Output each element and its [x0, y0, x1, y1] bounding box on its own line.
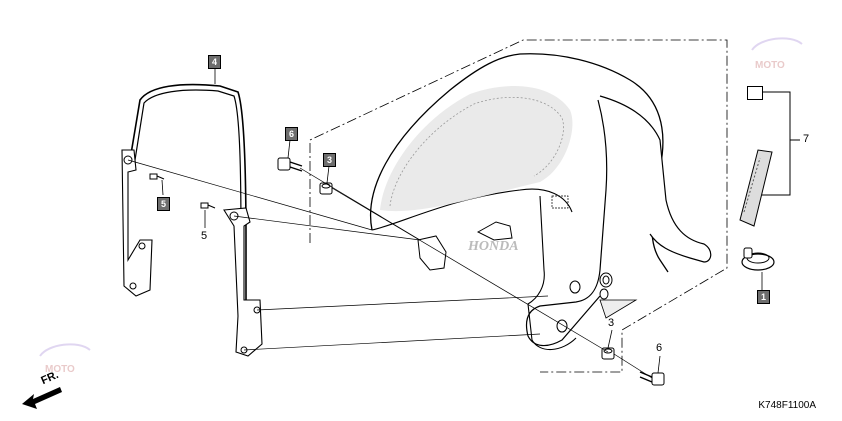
callout-7-empty-box [747, 86, 763, 100]
assembly-frame [309, 39, 728, 373]
bracket-plate-right [223, 207, 263, 357]
screw-5-upper [149, 173, 165, 180]
callout-5-box: 5 [157, 197, 170, 211]
callout-7: 7 [803, 133, 810, 145]
svg-text:MOTO: MOTO [755, 60, 785, 71]
watermark-logo-top: MOTO [751, 37, 803, 71]
callout-3-box: 3 [323, 153, 336, 167]
front-direction-arrow [22, 387, 62, 409]
bolt-6-lower [639, 371, 665, 386]
bracket-plate-left [121, 149, 153, 297]
nut-3-upper [319, 182, 333, 195]
callout-6-plain: 6 [656, 342, 663, 354]
screw-5-lower [200, 202, 216, 209]
grommet-1 [741, 247, 775, 271]
callout-1: 1 [757, 290, 770, 304]
svg-text:MOTO: MOTO [45, 364, 75, 375]
fender-brand-mark: HONDA [467, 239, 519, 254]
callout-7-bracket [762, 91, 791, 196]
watermark-logo-left: MOTO [39, 343, 91, 375]
callout-3-plain: 3 [608, 317, 615, 329]
front-fender: HONDA [370, 53, 712, 351]
bolt-6-upper [277, 157, 303, 172]
diagram-code: K748F1100A [758, 400, 816, 411]
callout-6-box: 6 [285, 127, 298, 141]
callout-5-plain: 5 [201, 230, 208, 242]
emblem-7 [739, 149, 773, 227]
callout-4: 4 [208, 55, 221, 69]
